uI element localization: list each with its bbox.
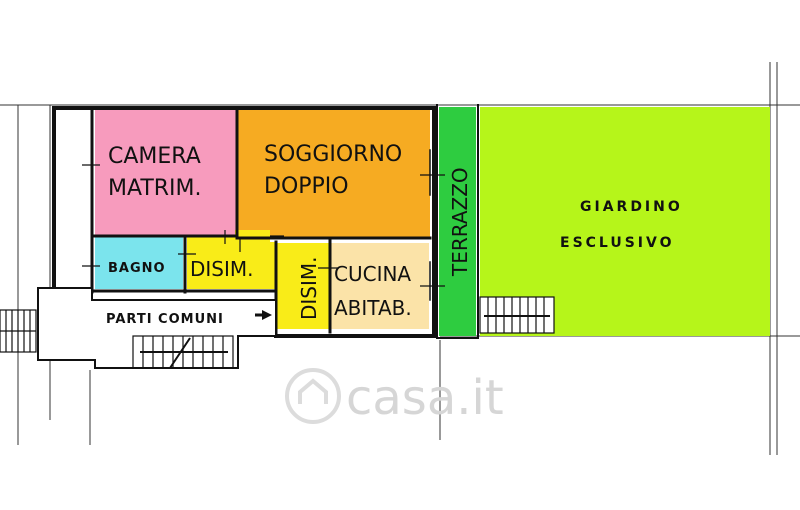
watermark: casa.it	[285, 368, 504, 426]
parti-comuni-block	[37, 287, 277, 369]
giardino-label-1: GIARDINO	[580, 199, 683, 215]
soggiorno-label-1: SOGGIORNO	[264, 142, 402, 167]
disimpegno-room-2	[277, 243, 329, 329]
parti-comuni-label: PARTI COMUNI	[106, 312, 224, 327]
camera-label-2: MATRIM.	[108, 176, 202, 201]
soggiorno-label-2: DOPPIO	[264, 174, 349, 199]
camera-label-1: CAMERA	[108, 144, 201, 169]
terrazzo-area	[439, 107, 476, 336]
watermark-text: casa.it	[346, 370, 504, 426]
camera-room	[95, 110, 237, 235]
door-marks	[82, 164, 445, 287]
common-stairs	[132, 335, 234, 369]
bagno-label: BAGNO	[108, 261, 166, 276]
disimpegno-label-2: DISIM.	[297, 256, 321, 320]
giardino-label-2: ESCLUSIVO	[560, 235, 675, 251]
cucina-label-2: ABITAB.	[334, 296, 412, 320]
cucina-label-1: CUCINA	[334, 262, 411, 286]
disimpegno-label-1: DISIM.	[190, 257, 254, 281]
terrazzo-label: TERRAZZO	[448, 167, 472, 277]
left-stairs	[0, 309, 37, 353]
bagno-room	[95, 237, 183, 289]
entrance-arrow-icon	[262, 310, 272, 320]
disimpegno-room-1	[187, 230, 275, 289]
garden-stairs	[479, 296, 555, 334]
house-logo-icon	[285, 368, 341, 424]
cucina-room	[331, 243, 429, 329]
walls	[52, 104, 479, 339]
soggiorno-room	[238, 110, 430, 238]
